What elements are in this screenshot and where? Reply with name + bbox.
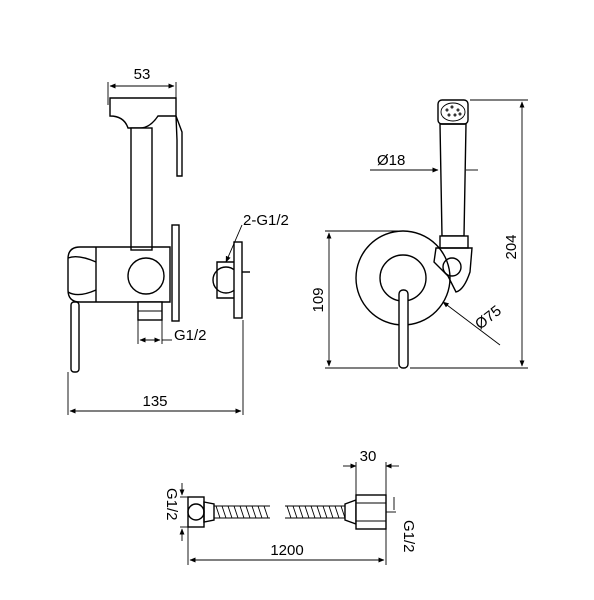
handle-lever [175,115,183,177]
dim-label-width-top: 53 [134,66,151,83]
hose-right-nut [355,494,387,530]
dim-label-thread-left: G1/2 [163,488,180,521]
front-lever [398,289,409,369]
shower-head [437,99,469,125]
dim-label-outlet-thread: 2-G1/2 [243,212,289,229]
hose-right-segment [285,505,346,519]
mixer-body [67,246,171,303]
hose-left-segment [214,505,270,519]
wall-plate-right [233,241,243,319]
riser-pipe [130,127,153,251]
body-ring [127,257,165,295]
holder-head [109,97,177,129]
wall-plate [171,224,180,322]
dim-label-inlet-thread: G1/2 [174,327,207,344]
dim-label-height-plate: 109 [310,287,327,312]
lever-handle [70,301,80,373]
hose-left-nut [187,496,205,528]
dim-label-width-overall: 135 [142,393,167,410]
dim-label-height-overall: 204 [503,234,520,259]
dim-label-hose-length: 1200 [270,542,303,559]
dim-label-hose-diameter: Ø18 [377,152,405,169]
hose-view: G1/2 30 1200 G1/2 [163,448,417,565]
handle-collar [439,235,469,249]
holder-bracket [433,247,473,293]
side-view: 53 2-G1/2 G1/2 13 [67,66,289,415]
dim-label-nut-width: 30 [360,448,377,465]
dim-label-plate-diameter: Ø75 [472,302,505,333]
dim-label-thread-right: G1/2 [400,520,417,553]
front-view: Ø18 109 204 Ø75 [310,99,528,369]
shower-handle [439,123,467,237]
